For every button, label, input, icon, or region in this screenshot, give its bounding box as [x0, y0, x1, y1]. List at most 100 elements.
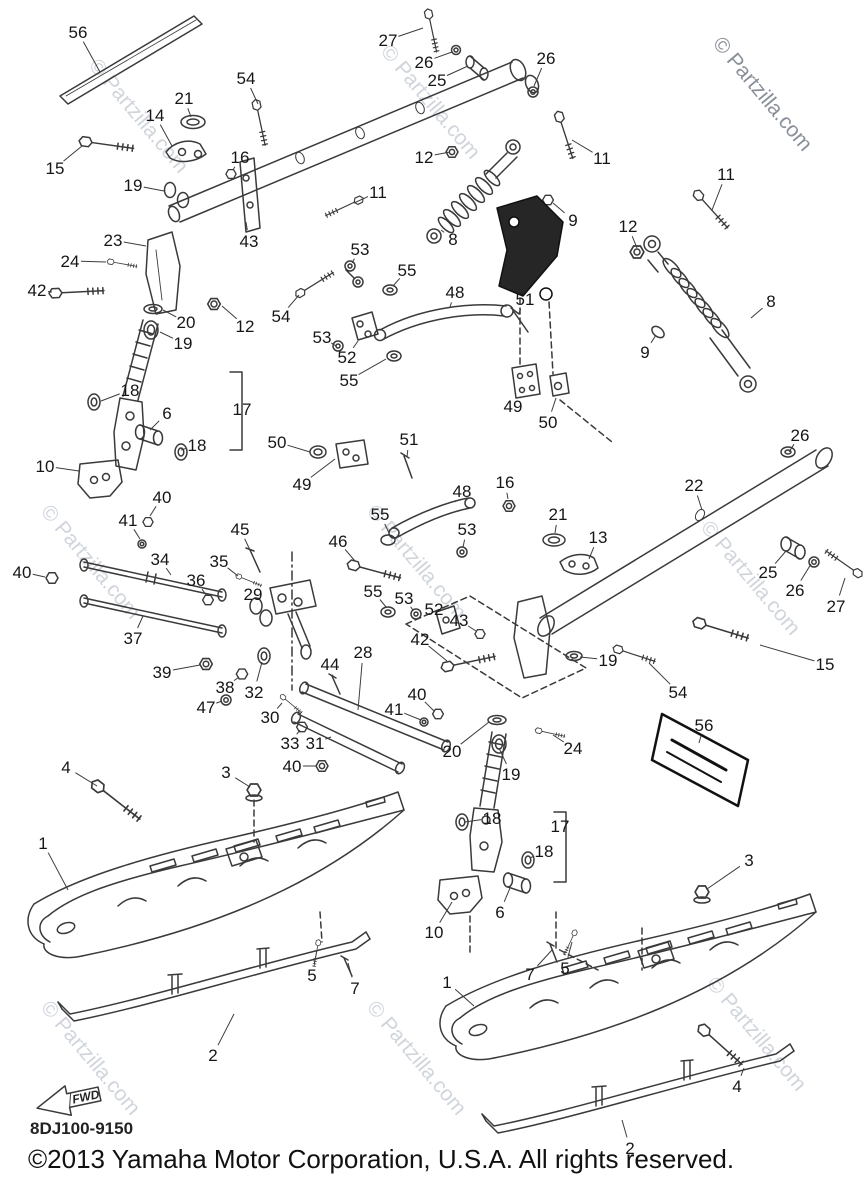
- callout-leader-line: [216, 700, 223, 704]
- callout-leader-line: [454, 988, 475, 1007]
- callout-15: 15: [816, 655, 835, 674]
- callout-33: 33: [281, 734, 300, 753]
- callout-34: 34: [151, 550, 170, 569]
- callout-25: 25: [759, 563, 778, 582]
- callout-leader-line: [217, 1013, 235, 1046]
- callout-48: 48: [453, 482, 472, 501]
- callout-15: 15: [46, 159, 65, 178]
- callout-11: 11: [717, 165, 735, 184]
- callout-40: 40: [153, 488, 172, 507]
- callout-leader-line: [529, 855, 535, 859]
- callout-leader-line: [406, 449, 409, 458]
- callout-6: 6: [495, 903, 504, 922]
- callout-leader-line: [221, 305, 238, 320]
- callout-leader-line: [123, 241, 147, 247]
- callout-6: 6: [162, 404, 171, 423]
- callout-leader-line: [440, 229, 445, 233]
- upper-pivot-arm: [77, 7, 732, 233]
- callout-3: 3: [221, 763, 230, 782]
- callout-leader-line: [631, 236, 638, 249]
- callout-43: 43: [450, 611, 469, 630]
- callout-51: 51: [516, 290, 535, 309]
- callout-leader-line: [287, 444, 311, 453]
- copyright-text: ©2013 Yamaha Motor Corporation, U.S.A. A…: [28, 1144, 734, 1174]
- callout-leader-line: [552, 734, 565, 743]
- callout-leader-line: [759, 644, 815, 662]
- callout-48: 48: [446, 283, 465, 302]
- callout-leader-line: [310, 458, 336, 478]
- callout-19: 19: [174, 334, 193, 353]
- callout-leader-line: [740, 1067, 745, 1076]
- trailing-arm-rear: [537, 446, 865, 637]
- callout-leader-line: [464, 819, 482, 823]
- callout-21: 21: [549, 505, 568, 524]
- callout-50: 50: [539, 413, 558, 432]
- ski-runner-left: [57, 931, 371, 1022]
- callout-26: 26: [415, 53, 434, 72]
- callout-55: 55: [398, 261, 417, 280]
- callout-leader-line: [47, 291, 53, 293]
- callout-leader-line: [537, 949, 553, 967]
- callout-leader-line: [410, 606, 414, 611]
- callout-41: 41: [119, 511, 138, 530]
- callout-7: 7: [525, 965, 534, 984]
- callout-leader-line: [357, 662, 363, 711]
- callout-leader-line: [518, 308, 522, 314]
- callout-leader-line: [579, 656, 598, 660]
- callout-50: 50: [268, 433, 287, 452]
- callout-47: 47: [197, 698, 216, 717]
- callout-42: 42: [28, 281, 47, 300]
- callout-52: 52: [425, 600, 444, 619]
- callout-31: 31: [306, 734, 325, 753]
- callout-44: 44: [321, 655, 340, 674]
- callout-54: 54: [237, 69, 256, 88]
- callout-54: 54: [669, 683, 688, 702]
- callout-leader-line: [180, 447, 187, 451]
- callout-18: 18: [535, 842, 554, 861]
- callout-leader-line: [462, 539, 466, 548]
- ski-left-hardware: [88, 777, 353, 977]
- callout-19: 19: [502, 765, 521, 784]
- callout-leader-line: [143, 186, 165, 192]
- callout-35: 35: [210, 552, 229, 571]
- callout-leader-line: [648, 662, 671, 685]
- callout-leader-line: [439, 901, 453, 923]
- callout-26: 26: [537, 49, 556, 68]
- shock-absorber-front: [426, 139, 555, 244]
- callout-leader-line: [233, 676, 240, 682]
- callout-17: 17: [233, 400, 252, 419]
- callout-22: 22: [685, 476, 704, 495]
- callout-11: 11: [593, 149, 611, 168]
- callout-leader-line: [571, 139, 593, 153]
- callout-leader-line: [750, 307, 763, 319]
- callout-2: 2: [625, 1139, 634, 1158]
- callout-leader-line: [454, 500, 457, 503]
- callout-leader-line: [201, 588, 207, 596]
- callout-55: 55: [371, 505, 390, 524]
- callout-leader-line: [621, 1119, 628, 1138]
- callout-leader-line: [774, 550, 787, 564]
- callout-10: 10: [36, 457, 55, 476]
- callout-leader-line: [82, 41, 101, 73]
- callout-12: 12: [236, 317, 255, 336]
- watermark-text: © Partzilla.com: [84, 54, 193, 177]
- callout-leader-line: [446, 65, 469, 76]
- watermark-layer: © Partzilla.com© Partzilla.com© Partzill…: [36, 40, 811, 1119]
- callout-leader-line: [347, 962, 353, 978]
- callout-leader-line: [434, 51, 453, 59]
- callout-leader-line: [80, 260, 107, 263]
- callout-18: 18: [121, 381, 140, 400]
- callout-leader-line: [250, 87, 259, 105]
- callout-leader-line: [460, 721, 490, 745]
- callout-leader-line: [75, 772, 98, 787]
- callout-leader-line: [706, 865, 741, 890]
- callout-27: 27: [827, 597, 846, 616]
- callout-leader-line: [800, 563, 812, 581]
- callout-leader-line: [245, 221, 248, 231]
- callout-leader-line: [162, 309, 177, 318]
- callout-leader-line: [159, 124, 173, 147]
- callout-53: 53: [458, 520, 477, 539]
- callout-leader-line: [650, 334, 657, 344]
